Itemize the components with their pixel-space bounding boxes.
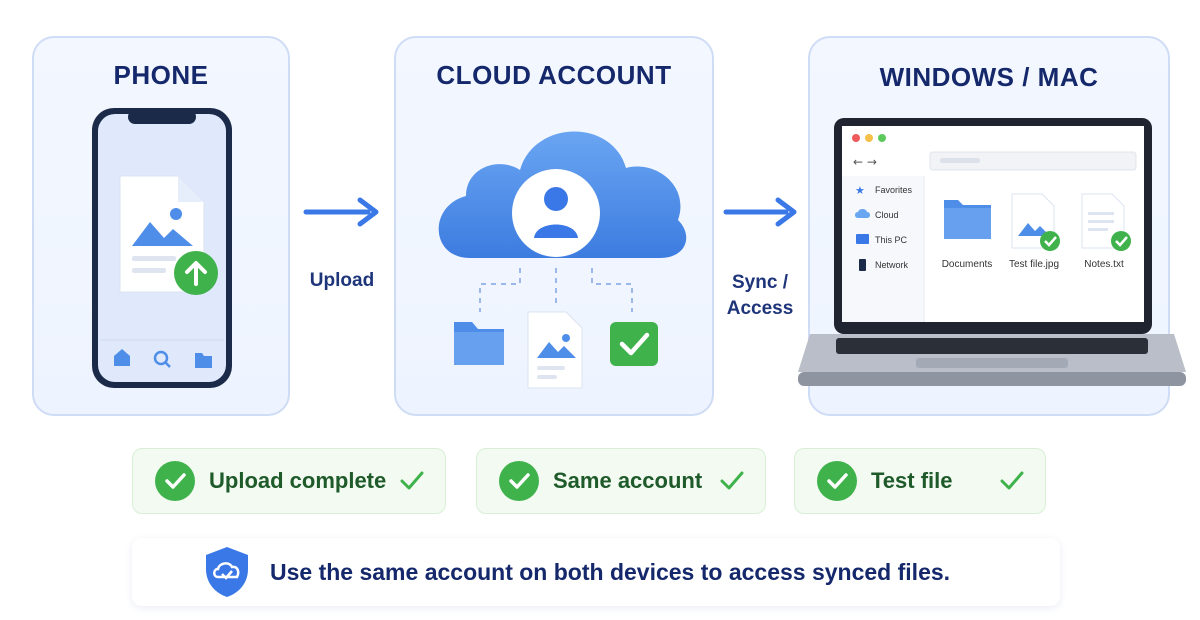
check-circle-icon bbox=[155, 461, 195, 501]
upload-arrow bbox=[303, 197, 379, 227]
file-test-file[interactable]: Test file.jpg bbox=[1008, 259, 1060, 270]
check-label: Test file bbox=[871, 468, 953, 493]
sidebar-network[interactable]: Network bbox=[875, 260, 909, 270]
sync-label-line2: Access bbox=[726, 298, 794, 319]
computer-title: WINDOWS / MAC bbox=[879, 62, 1099, 92]
sidebar-this-pc[interactable]: This PC bbox=[875, 235, 908, 245]
footer-message: Use the same account on both devices to … bbox=[270, 558, 951, 585]
check-label: Upload complete bbox=[209, 468, 387, 493]
cloud-title: CLOUD ACCOUNT bbox=[436, 60, 672, 90]
checkmark-icon bbox=[1000, 471, 1024, 490]
check-circle-icon bbox=[817, 461, 857, 501]
checkmark-icon bbox=[400, 471, 424, 490]
computer-panel: WINDOWS / MAC bbox=[808, 36, 1170, 416]
sidebar-cloud[interactable]: Cloud bbox=[875, 210, 899, 220]
sync-arrow bbox=[723, 197, 797, 227]
sync-label-line1: Sync / bbox=[732, 272, 788, 293]
sidebar-favorites[interactable]: Favorites bbox=[875, 185, 913, 195]
search-icon bbox=[153, 350, 171, 368]
footer-banner: Use the same account on both devices to … bbox=[132, 538, 1060, 606]
check-upload-complete: Upload complete bbox=[132, 448, 446, 514]
check-test-file: Test file bbox=[794, 448, 1046, 514]
check-same-account: Same account bbox=[476, 448, 766, 514]
check-label: Same account bbox=[553, 468, 703, 493]
phone-title: PHONE bbox=[113, 60, 209, 90]
folder-icon bbox=[195, 353, 212, 368]
upload-arrow-icon bbox=[174, 251, 218, 295]
cloud-panel: CLOUD ACCOUNT bbox=[394, 36, 714, 416]
file-documents[interactable]: Documents bbox=[941, 259, 993, 270]
home-icon bbox=[114, 349, 130, 366]
sync-label: Sync / Access bbox=[718, 270, 802, 322]
checkmark-icon bbox=[720, 471, 744, 490]
check-circle-icon bbox=[499, 461, 539, 501]
shield-cloud-icon bbox=[206, 547, 248, 597]
file-notes[interactable]: Notes.txt bbox=[1084, 259, 1124, 270]
upload-label: Upload bbox=[309, 270, 375, 291]
